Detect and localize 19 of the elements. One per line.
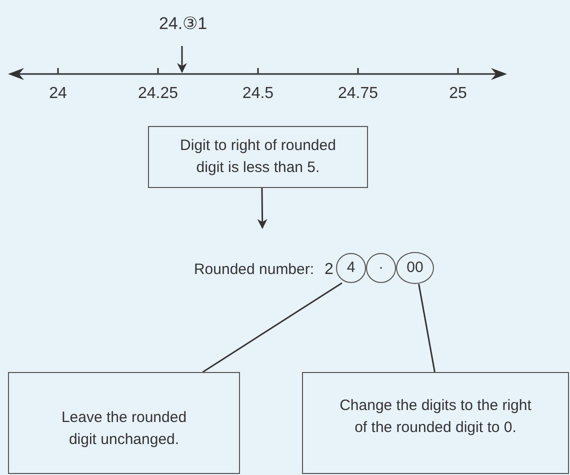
arrow: [257, 188, 268, 229]
tick-label: 24: [49, 85, 67, 103]
text-box: Digit to right of rounded digit is less than 5.: [148, 126, 368, 188]
tick-label: 24.5: [242, 85, 274, 103]
text-label: 24.③1: [150, 12, 216, 36]
arrow: [177, 46, 187, 73]
number-line: [8, 68, 508, 80]
tick-label: 24.25: [138, 85, 178, 103]
leader-line: [202, 282, 342, 373]
tick-label: 24.75: [338, 85, 378, 103]
digit: 2: [324, 261, 334, 279]
text-box: Leave the rounded digit unchanged.: [8, 372, 240, 474]
leader-line: [418, 284, 436, 372]
circled-digit: ·: [366, 253, 396, 283]
circled-digit: 4: [336, 253, 366, 283]
tick-label: 25: [449, 85, 467, 103]
circled-digit: 00: [396, 252, 434, 284]
text-label: Rounded number:: [184, 258, 324, 282]
text-box: Change the digits to the right of the rounded digit to 0.: [302, 372, 569, 474]
